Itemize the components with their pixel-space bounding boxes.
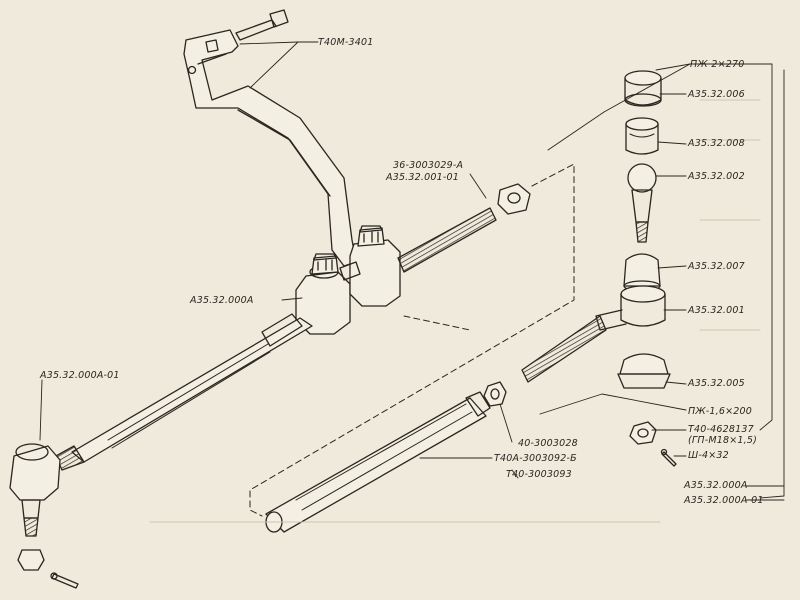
label-pzh-2x270: ПЖ-2×270 [690,59,745,70]
label-a35-007: А35.32.007 [688,261,745,272]
label-t40a-3003092: Т40А-3003092-Б [494,453,577,464]
tie-rod-end-center-left [295,253,351,335]
nut-36-3003029 [497,183,531,215]
tie-rod-tube-left [55,313,313,471]
label-a35-000a-center: А35.32.000А [190,295,254,306]
label-t40-4628137: Т40-4628137 [688,424,754,435]
label-nut-36-3003029: 36-3003029-А [393,160,464,171]
label-pzh-1-6x200: ПЖ-1,6×200 [688,406,753,417]
threaded-rod-right [521,315,607,383]
assembly-dash-lines [249,163,575,517]
part-a35-005-boot [617,353,671,389]
part-a35-006-cap [624,70,662,107]
print-through [149,99,761,523]
label-a35-000a-right: А35.32.000А [684,480,748,491]
nut-40-3003028 [483,381,507,407]
label-a35-002: А35.32.002 [688,171,745,182]
label-a35-008: А35.32.008 [688,138,745,149]
part-a35-008-liner [625,117,659,155]
part-cotter-sh-4x32 [660,448,677,467]
label-nut-40-3003028: 40-3003028 [518,438,578,449]
tie-rod-end-center-right [339,225,401,307]
threaded-rod-upper [397,207,497,273]
label-a35-000a-01-right: А35.32.000А-01 [684,495,764,506]
label-a35-001: А35.32.001 [688,305,745,316]
part-a35-001-housing [595,285,666,331]
steering-arm-bracket [183,29,357,267]
tie-rod-tube-lower [265,391,491,533]
bolt-top [235,9,289,41]
tie-rod-end-lower-left [9,443,79,589]
label-a35-006: А35.32.006 [688,89,745,100]
label-t40-3003093: Т40-3003093 [506,469,572,480]
part-a35-002-ball-pin [627,163,657,243]
label-sh-4x32: Ш-4×32 [688,450,729,461]
part-nut-t40-4628137 [629,421,657,445]
label-t40m-3401: Т40М-3401 [318,37,374,48]
leader-lines [39,41,785,501]
label-a35-001-01: А35.32.001-01 [386,172,459,183]
label-a35-000a-01-left: А35.32.000А-01 [40,370,120,381]
label-a35-005: А35.32.005 [688,378,745,389]
label-gp-m18: (ГП-М18×1,5) [688,435,758,446]
